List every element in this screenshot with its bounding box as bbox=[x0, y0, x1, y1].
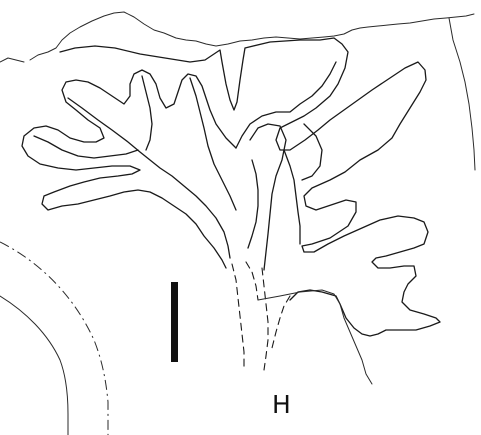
boundary-arc-outer bbox=[0, 242, 108, 435]
frond-lobe-left-3 bbox=[142, 76, 152, 150]
boundary-arc-inner bbox=[0, 296, 68, 435]
rock-lower-edge bbox=[258, 290, 372, 384]
panel-label: H bbox=[272, 392, 291, 417]
frond-lobe-left-2 bbox=[34, 136, 138, 158]
fossil-frond-outline-left bbox=[22, 70, 236, 268]
frond-lobe-center-inner bbox=[250, 124, 286, 270]
frond-lobe-right-2 bbox=[248, 160, 258, 248]
frond-lobe-left-1 bbox=[68, 98, 230, 258]
rock-margin-top bbox=[30, 12, 474, 60]
fossil-frond-outline-right bbox=[60, 38, 440, 336]
stem-dashed-outer bbox=[272, 296, 290, 348]
stem-dashed-left bbox=[232, 264, 244, 370]
stem-dashed-inner bbox=[246, 262, 258, 300]
rock-margin-left bbox=[0, 58, 24, 62]
scale-bar bbox=[171, 282, 178, 362]
frond-lobe-center bbox=[236, 62, 336, 148]
frond-lobe-right-1 bbox=[284, 150, 300, 244]
rock-margin-right bbox=[449, 18, 475, 170]
stem-dashed-right bbox=[262, 268, 268, 370]
frond-lobe-right-3 bbox=[302, 124, 322, 180]
